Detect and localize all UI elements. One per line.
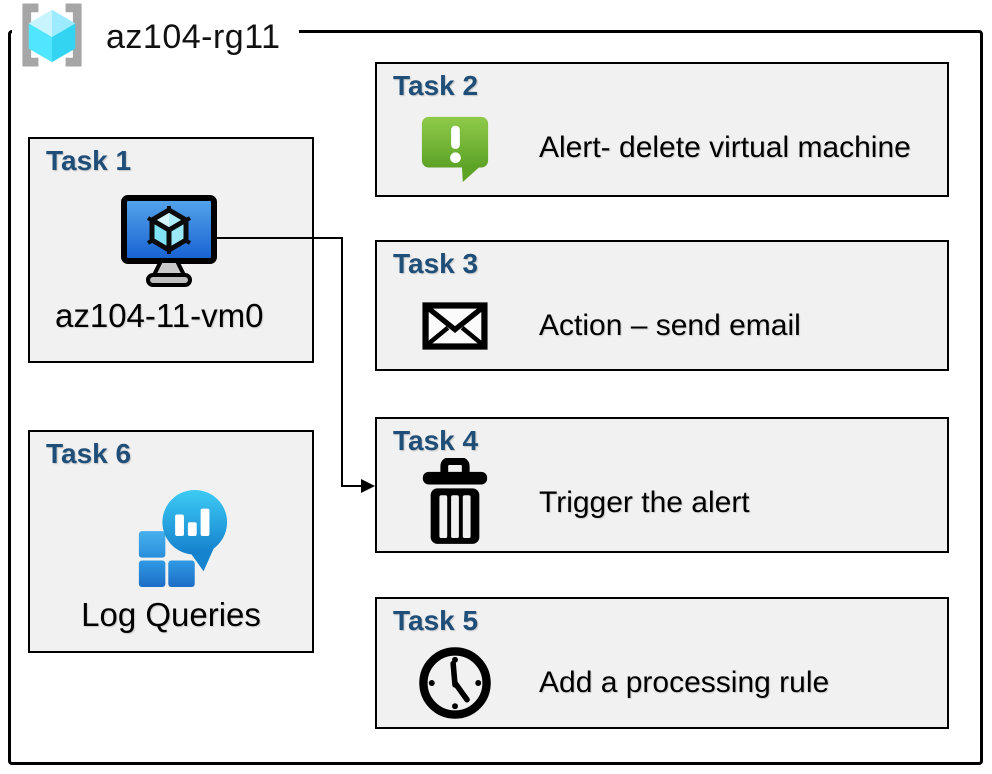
task5-box: Task 5 Add a processing rule [375, 597, 949, 729]
task2-title: Task 2 [393, 70, 479, 101]
task2-label: Alert- delete virtual machine [539, 131, 911, 164]
task4-box: Task 4 Trigger the alert [375, 417, 949, 553]
task1-title: Task 1 [46, 145, 132, 176]
resource-group-icon [14, 2, 90, 73]
alert-message-icon [409, 112, 501, 184]
task1-box: Task 1 az104-11-vm0 [28, 137, 314, 363]
log-queries-label: Log Queries [81, 596, 261, 633]
task6-box: Task 6 [28, 430, 314, 653]
clock-icon [409, 644, 501, 722]
task2-box: Task 2 Alert- delete virtual machine [375, 62, 949, 197]
virtual-machine-icon [119, 194, 219, 290]
task5-label: Add a processing rule [539, 666, 830, 699]
task3-label: Action – send email [539, 309, 801, 342]
task3-title: Task 3 [393, 248, 479, 279]
task5-title: Task 5 [393, 605, 479, 636]
resource-group-name: az104-rg11 [106, 17, 281, 56]
log-analytics-icon [133, 487, 231, 587]
email-envelope-icon [409, 300, 501, 352]
task4-label: Trigger the alert [539, 486, 750, 519]
trash-icon [409, 458, 501, 548]
task3-box: Task 3 Action – send email [375, 240, 949, 371]
task6-title: Task 6 [46, 438, 132, 469]
vm-name-label: az104-11-vm0 [55, 297, 264, 334]
resource-group-header: az104-rg11 [12, 2, 299, 72]
task4-title: Task 4 [393, 425, 479, 456]
